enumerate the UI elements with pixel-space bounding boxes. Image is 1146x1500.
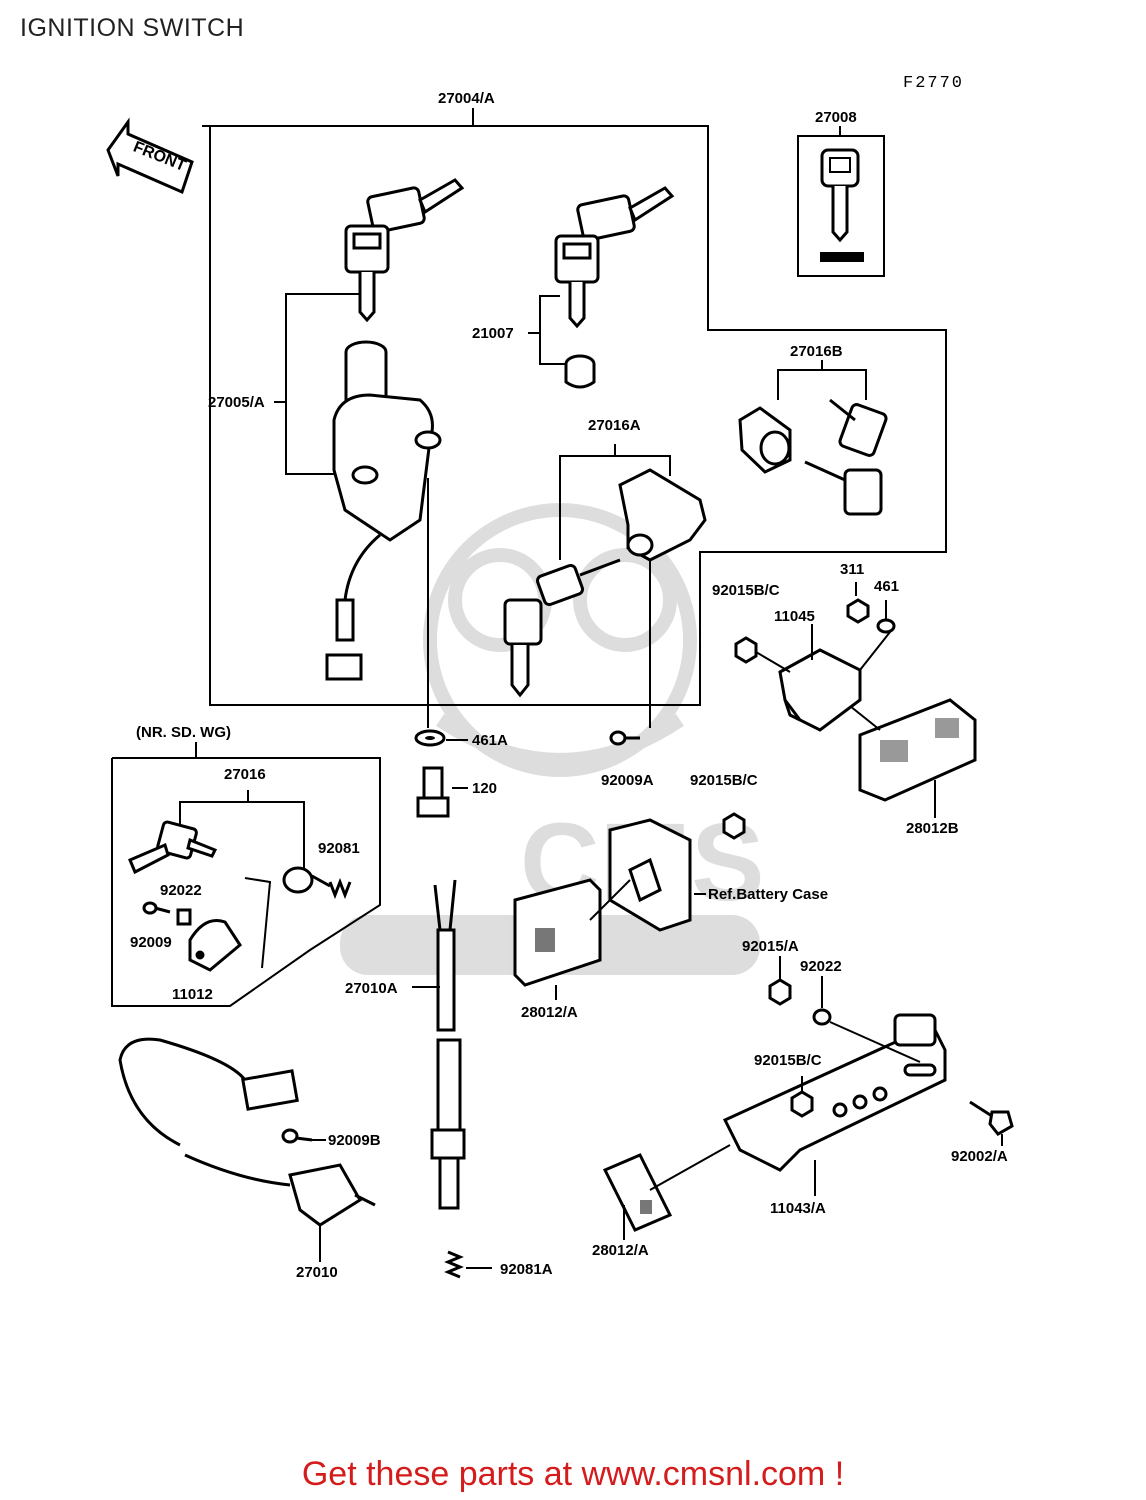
part-label[interactable]: 21007 xyxy=(472,325,514,342)
part-label[interactable]: 27016 xyxy=(224,766,266,783)
figure-code: F2770 xyxy=(903,74,965,93)
nut-92015BC-mid xyxy=(722,812,746,840)
bracket-11043A xyxy=(722,1013,947,1172)
part-label[interactable]: 461 xyxy=(874,578,900,595)
part-label[interactable]: 92081 xyxy=(318,840,360,857)
spring-92081 xyxy=(328,877,352,900)
screw-92009B xyxy=(281,1128,313,1144)
part-label[interactable]: 28012B xyxy=(906,820,959,837)
nut-92015BC-lower xyxy=(790,1090,814,1118)
footer-link[interactable]: Get these parts at www.cmsnl.com ! xyxy=(301,1455,845,1493)
part-label[interactable]: 92009A xyxy=(601,772,654,789)
part-label[interactable]: 461A xyxy=(472,732,508,749)
bolt-120 xyxy=(416,766,468,818)
part-label[interactable]: 92015B/C xyxy=(690,772,758,789)
part-label[interactable]: 92015B/C xyxy=(754,1052,822,1069)
lock-cylinder-27016 xyxy=(282,866,331,894)
part-label[interactable]: 27010 xyxy=(296,1264,338,1281)
part-label[interactable]: 92009 xyxy=(130,934,172,951)
cap-21007 xyxy=(564,354,596,389)
part-label[interactable]: 92015/A xyxy=(742,938,799,955)
part-label[interactable]: 11012 xyxy=(172,986,213,1003)
reflector-28012A-mid xyxy=(513,878,602,987)
ignition-switch-27005A xyxy=(325,340,442,681)
switch-27010 xyxy=(118,1037,376,1227)
screw-92009 xyxy=(142,901,171,915)
screw-92009A xyxy=(609,730,640,746)
part-label[interactable]: 28012/A xyxy=(592,1242,649,1259)
key-card-27008 xyxy=(797,126,885,277)
nut-311 xyxy=(846,598,870,624)
part-label[interactable]: 92002/A xyxy=(951,1148,1008,1165)
part-label[interactable]: 27010A xyxy=(345,980,398,997)
part-label[interactable]: 92081A xyxy=(500,1261,553,1278)
bracket-11045 xyxy=(778,648,862,732)
reference-note: Ref.Battery Case xyxy=(708,886,829,903)
kit-outline-27004A xyxy=(202,125,947,706)
front-arrow-icon: FRONT xyxy=(106,117,194,195)
plate-11012 xyxy=(188,877,272,972)
nut-92015BC-upper xyxy=(734,636,758,664)
part-label[interactable]: 120 xyxy=(472,780,498,797)
bolt-92002A xyxy=(969,1100,1014,1136)
part-label[interactable]: 27008 xyxy=(815,109,857,126)
kit-outline-27016 xyxy=(111,757,381,1007)
washer-461 xyxy=(876,618,896,634)
lock-27016B xyxy=(738,398,888,516)
washer-461A xyxy=(414,729,468,747)
lock-27016A xyxy=(503,468,707,698)
part-label[interactable]: 311 xyxy=(840,561,865,578)
washer-92022-small xyxy=(176,908,192,926)
part-label[interactable]: 92009B xyxy=(328,1132,381,1149)
part-label[interactable]: 27016B xyxy=(790,343,843,360)
reflector-28012B xyxy=(858,698,977,802)
washer-92022 xyxy=(812,1008,832,1026)
part-label[interactable]: 92015B/C xyxy=(712,582,780,599)
key-pair-27016 xyxy=(128,820,218,875)
variant-note: (NR. SD. WG) xyxy=(136,724,231,741)
spring-92081A xyxy=(444,1250,464,1279)
part-label[interactable]: 27005/A xyxy=(208,394,265,411)
key-pair-icon xyxy=(344,178,465,323)
page-title: IGNITION SWITCH xyxy=(20,14,245,42)
part-label[interactable]: 92022 xyxy=(800,958,842,975)
part-label[interactable]: 27004/A xyxy=(438,90,495,107)
part-label[interactable]: 11043/A xyxy=(770,1200,826,1217)
switch-cable-27010A xyxy=(430,879,466,1210)
part-label[interactable]: 27016A xyxy=(588,417,641,434)
reflector-28012A-lower xyxy=(602,1153,673,1232)
nut-92015A xyxy=(768,978,792,1006)
part-label[interactable]: 28012/A xyxy=(521,1004,578,1021)
part-label[interactable]: 92022 xyxy=(160,882,202,899)
key-pair-icon-2 xyxy=(554,186,675,329)
part-label[interactable]: 11045 xyxy=(774,608,815,625)
